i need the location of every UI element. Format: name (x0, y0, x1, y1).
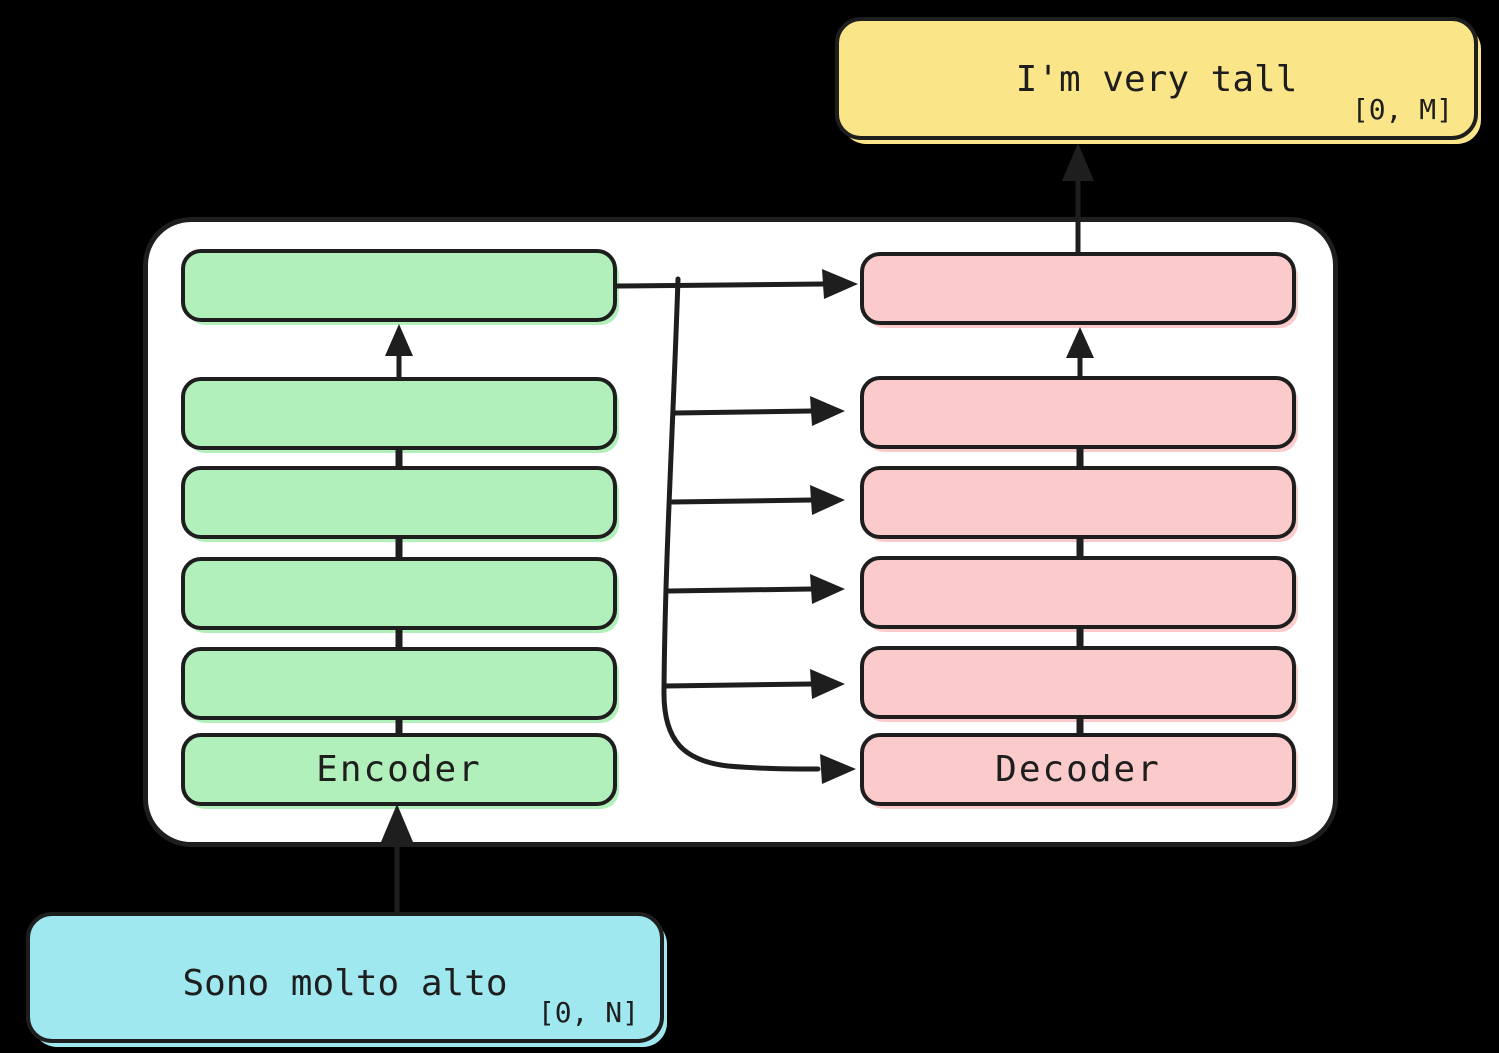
encoder-layer (181, 647, 617, 720)
output-token-range: [0, M] (1351, 93, 1453, 126)
encoder-layer (181, 377, 617, 450)
encoder-layer (181, 466, 617, 539)
input-text-box: Sono molto alto [0, N] (26, 912, 664, 1043)
decoder-layer (860, 646, 1296, 719)
encoder-label-box: Encoder (181, 733, 617, 806)
arrowhead-decoder-to-output (1062, 143, 1094, 181)
input-sentence: Sono molto alto (182, 962, 508, 1004)
decoder-label: Decoder (995, 749, 1161, 790)
encoder-layer (181, 249, 617, 322)
decoder-layer (860, 252, 1296, 325)
decoder-layer (860, 376, 1296, 449)
decoder-label-box: Decoder (860, 733, 1296, 806)
output-text-box: I'm very tall [0, M] (835, 17, 1478, 140)
input-token-range: [0, N] (537, 996, 639, 1029)
decoder-layer (860, 556, 1296, 629)
decoder-layer (860, 466, 1296, 539)
encoder-label: Encoder (316, 749, 482, 790)
output-sentence: I'm very tall (1015, 58, 1298, 100)
encoder-layer (181, 557, 617, 630)
